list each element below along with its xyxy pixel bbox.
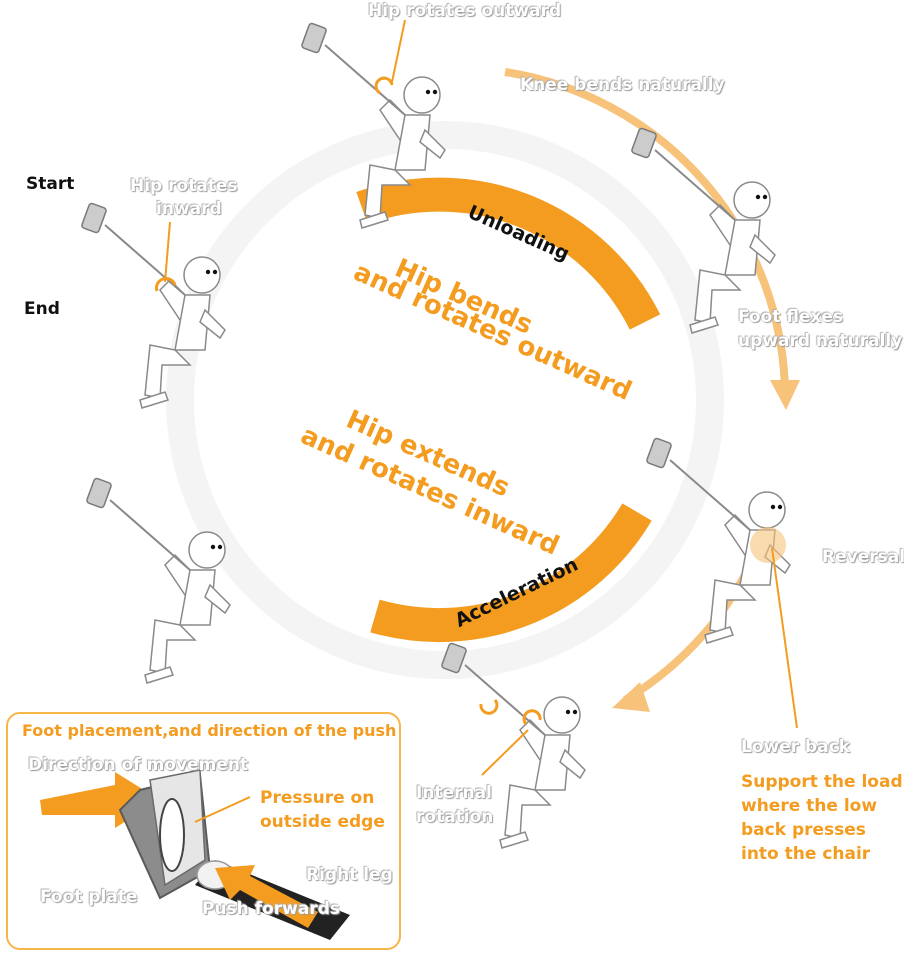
internal-rotation-leader-line: [481, 729, 529, 776]
foot-flexes-label-2: upward naturally: [738, 331, 903, 351]
cycle-arrow-upper: [504, 68, 789, 391]
foot-flexes-label-1: Foot flexes: [738, 307, 844, 327]
hip-inward-rotation-icon: [155, 277, 177, 292]
internal-rotation-label-1: Internal: [416, 783, 492, 803]
foot-outline-icon: [159, 798, 185, 872]
hip-outward-rotation-icon: [374, 76, 394, 95]
pressure-leader-line: [194, 796, 251, 823]
support-label-3: back presses: [741, 820, 866, 840]
support-label-1: Support the load: [741, 772, 903, 792]
foot-placement-inset: [6, 712, 401, 950]
cycle-arrowhead-lower: [612, 682, 650, 712]
hip-rotates-inward-label-2: inward: [156, 199, 222, 219]
internal-rotation-label-2: rotation: [416, 807, 494, 827]
hip-rotates-outward-label: Hip rotates outward: [368, 1, 562, 21]
lower-back-highlight: [750, 527, 786, 563]
cycle-arrowhead-upper: [770, 380, 800, 410]
support-label-4: into the chair: [741, 844, 871, 864]
inset-title: Foot placement,and direction of the push: [22, 721, 397, 740]
push-forwards-label: Push forwards: [202, 899, 341, 919]
lower-back-label: Lower back: [741, 737, 851, 757]
end-label: End: [24, 299, 60, 319]
knee-bends-label: Knee bends naturally: [520, 75, 725, 95]
support-label-2: where the low: [741, 796, 878, 816]
foot-plate-label: Foot plate: [40, 887, 138, 907]
acceleration-band: [370, 503, 652, 643]
lower-back-leader-line: [771, 547, 798, 729]
right-leg-label: Right leg: [306, 865, 393, 885]
background-ring: [166, 121, 724, 679]
pressure-label-1: Pressure on: [260, 788, 375, 808]
figure-left-upper: [80, 201, 227, 409]
foot-internal-rotation-icon: [479, 699, 499, 715]
hip-internal-rotation-icon: [522, 709, 542, 725]
pressure-label-2: outside edge: [260, 812, 385, 832]
start-label: Start: [26, 174, 75, 194]
hip-outward-leader-line: [391, 19, 406, 83]
push-arrow: [215, 865, 318, 928]
unloading-band: [356, 177, 661, 330]
reversal-label: Reversal: [822, 547, 904, 567]
hip-rotates-inward-label-1: Hip rotates: [130, 176, 238, 196]
direction-label: Direction of movement: [28, 755, 249, 775]
hip-inward-leader-line: [164, 221, 171, 283]
